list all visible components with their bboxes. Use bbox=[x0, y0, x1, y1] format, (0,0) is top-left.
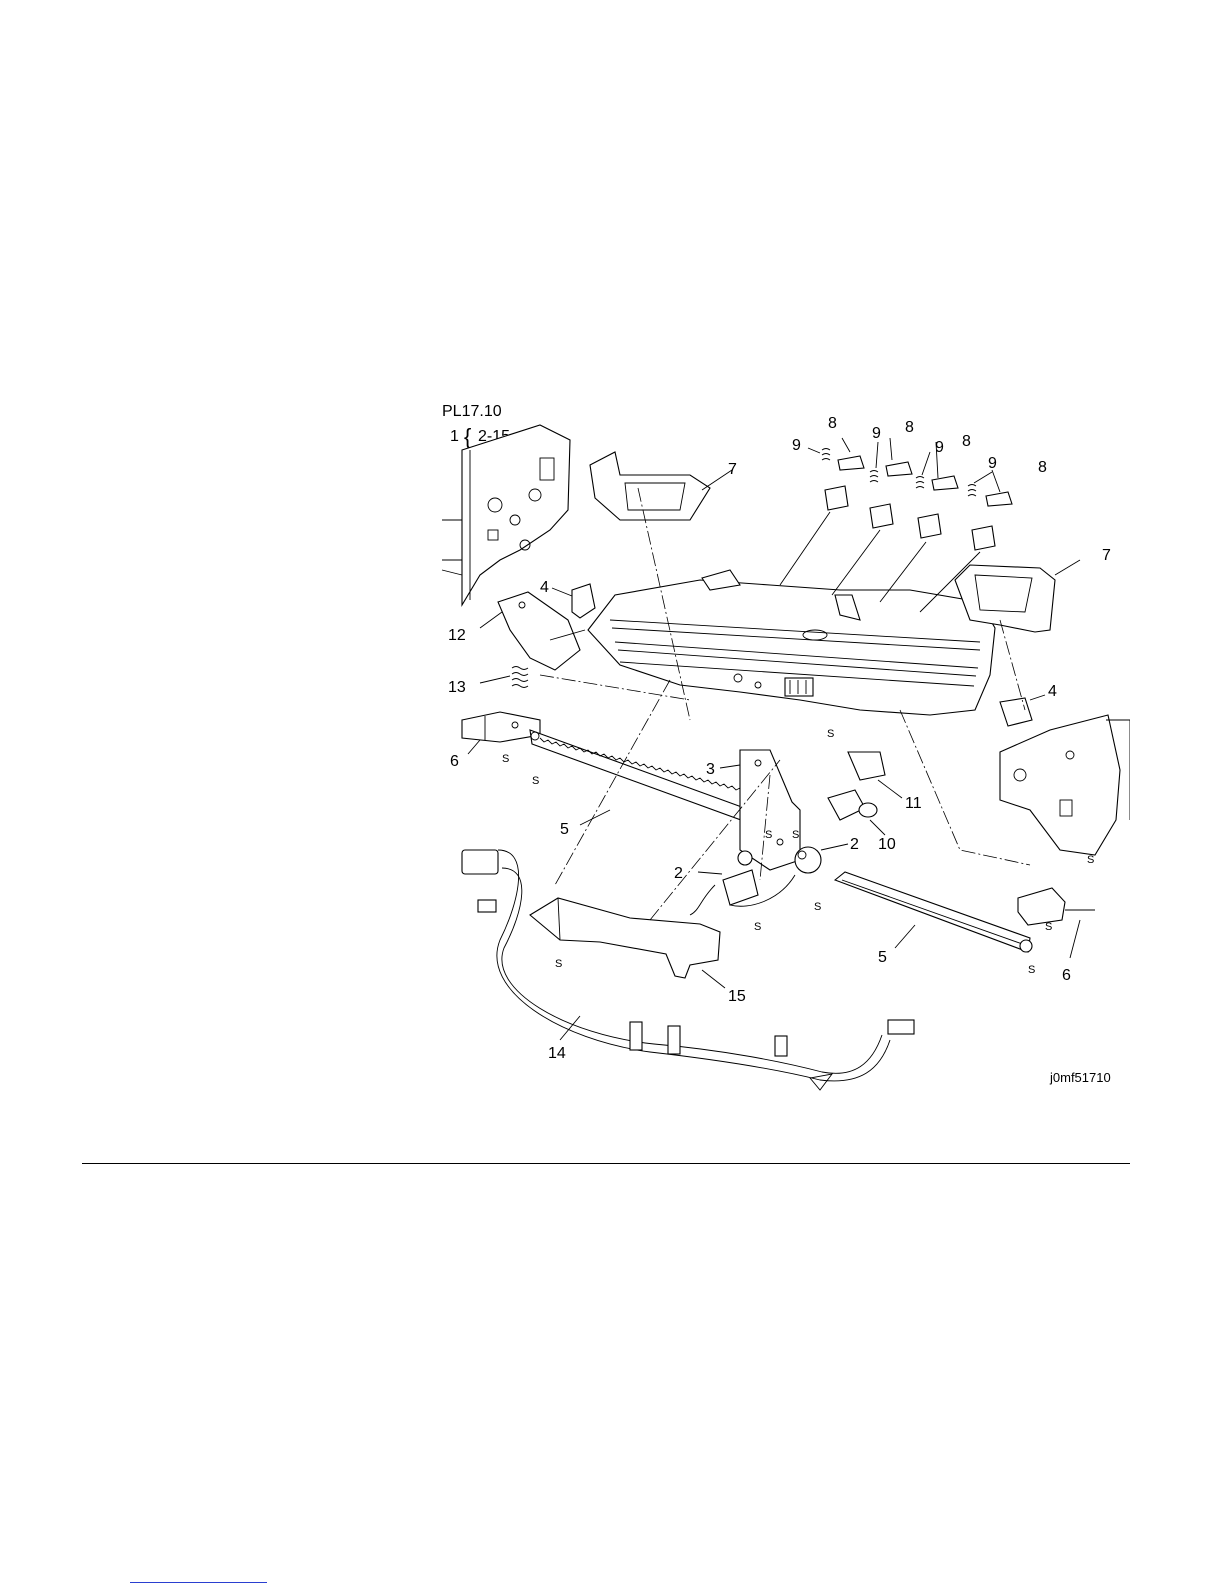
motor-left bbox=[690, 851, 758, 915]
callout-5-left: 5 bbox=[560, 821, 569, 838]
callout-4-left: 4 bbox=[540, 579, 549, 596]
screw-mark: S bbox=[502, 753, 509, 765]
screw-mark: S bbox=[1045, 921, 1052, 933]
screw-mark: S bbox=[814, 901, 821, 913]
callout-7-right: 7 bbox=[1102, 547, 1111, 564]
kit-item: 1 bbox=[450, 428, 459, 445]
callout-11: 11 bbox=[905, 795, 922, 812]
image-code: j0mf51710 bbox=[1049, 1070, 1111, 1085]
callout-10: 10 bbox=[878, 836, 896, 853]
rail-right bbox=[835, 872, 1032, 952]
callout-8-b: 8 bbox=[905, 419, 914, 436]
screw-mark: S bbox=[532, 775, 539, 787]
screw-mark: S bbox=[1087, 854, 1094, 866]
right-side-frame bbox=[1000, 715, 1130, 855]
callout-6-left: 6 bbox=[450, 753, 459, 770]
rack-left bbox=[530, 730, 768, 825]
cover-left bbox=[590, 452, 732, 520]
callout-8-d: 8 bbox=[1038, 459, 1047, 476]
callout-4-right: 4 bbox=[1048, 683, 1057, 700]
screw-mark: S bbox=[765, 829, 772, 841]
left-side-frame bbox=[442, 425, 570, 605]
kit-brace: { bbox=[464, 424, 471, 449]
callout-6-right: 6 bbox=[1062, 967, 1071, 984]
bracket-right bbox=[1000, 695, 1045, 726]
footer-link-underline[interactable] bbox=[130, 1582, 267, 1583]
spring bbox=[480, 667, 528, 688]
callout-2-right: 2 bbox=[850, 836, 859, 853]
actuator bbox=[828, 790, 885, 835]
lever bbox=[480, 592, 585, 670]
callout-7-left: 7 bbox=[728, 461, 737, 478]
section-divider bbox=[82, 1163, 1130, 1164]
plate-id: PL17.10 bbox=[442, 403, 502, 420]
callout-9-b: 9 bbox=[872, 425, 881, 442]
callout-5-right: 5 bbox=[878, 949, 887, 966]
callout-15: 15 bbox=[728, 988, 746, 1005]
callout-9-d: 9 bbox=[988, 455, 997, 472]
callout-13: 13 bbox=[448, 679, 466, 696]
callout-9-a: 9 bbox=[792, 437, 801, 454]
screw-mark: S bbox=[1028, 964, 1035, 976]
callout-8-c: 8 bbox=[962, 433, 971, 450]
mount-bracket-left bbox=[462, 712, 540, 754]
screw-mark: S bbox=[555, 958, 562, 970]
bottom-plate bbox=[530, 898, 725, 988]
screw-mark: S bbox=[754, 921, 761, 933]
callout-2-left: 2 bbox=[674, 865, 683, 882]
callout-3: 3 bbox=[706, 761, 715, 778]
callout-9-c: 9 bbox=[935, 439, 944, 456]
parts-diagram: PL17.10 1 { 2-15 7 bbox=[440, 380, 1130, 1110]
callout-14: 14 bbox=[548, 1045, 566, 1062]
callout-12: 12 bbox=[448, 627, 466, 644]
callout-8-a: 8 bbox=[828, 415, 837, 432]
screw-mark: S bbox=[792, 829, 799, 841]
screw-mark: S bbox=[827, 728, 834, 740]
